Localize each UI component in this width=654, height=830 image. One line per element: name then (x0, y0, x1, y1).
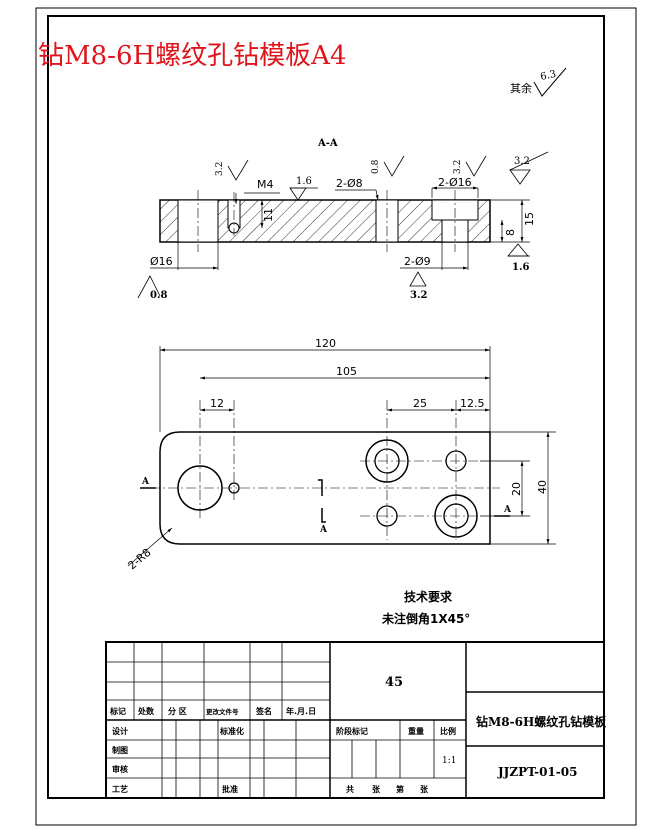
roughness-6-icon (507, 243, 529, 257)
roughness-value: 6.3 (539, 69, 557, 83)
title-block (105, 641, 605, 799)
tb-label-zhongliang: 重量 (408, 726, 424, 736)
dim-25: 25 (413, 397, 427, 410)
roughness-7-icon (137, 275, 161, 299)
dim-15: 15 (523, 212, 536, 226)
section-mark-right: A (503, 505, 512, 515)
tb-label-riqi: 年.月.日 (286, 706, 316, 716)
tech-heading: 技术要求 (404, 589, 453, 604)
dim-105: 105 (336, 365, 357, 378)
plan-view: A A A 120 105 12 25 12.5 40 20 2-R8 (126, 337, 556, 572)
roughness-8-icon (409, 271, 427, 287)
roughness-8: 3.2 (410, 290, 427, 301)
dim-20: 20 (510, 482, 523, 496)
roughness-2: 1.6 (296, 176, 312, 187)
section-mark-left: A (141, 477, 150, 487)
roughness-4-icon (465, 155, 487, 177)
roughness-1: 3.2 (215, 162, 225, 176)
roughness-7: 0.8 (150, 290, 167, 301)
tb-label-jieduan: 阶段标记 (336, 726, 368, 736)
dim-2r8: 2-R8 (126, 546, 154, 572)
roughness-4: 3.2 (453, 160, 463, 174)
roughness-1-icon (227, 159, 249, 181)
section-label: A-A (317, 138, 338, 149)
tb-label-gong: 共 (346, 784, 354, 794)
outer-border (35, 7, 637, 826)
roughness-2-icon (289, 187, 307, 201)
tb-label-biaozhunhua: 标准化 (219, 726, 244, 736)
dim-2d9: 2-Ø9 (404, 255, 431, 268)
roughness-5: 3.2 (514, 156, 530, 167)
dim-12: 12 (210, 397, 224, 410)
tb-label-pizhun: 批准 (222, 784, 238, 794)
general-roughness: 其余 6.3 (510, 67, 567, 97)
dim-2d16: 2-Ø16 (438, 176, 472, 189)
tb-label-biaoji: 标记 (109, 706, 126, 716)
tb-label-bili: 比例 (440, 726, 456, 736)
dim-d16-left: Ø16 (150, 255, 173, 268)
tb-label-zhang2: 张 (420, 785, 429, 794)
tb-label-qianming: 签名 (255, 706, 272, 716)
tb-scale: 1:1 (442, 756, 456, 766)
dim-2d8: 2-Ø8 (336, 177, 363, 190)
roughness-prefix: 其余 (510, 81, 532, 95)
roughness-5-icon (509, 169, 531, 185)
tb-drawing-no: JJZPT-01-05 (497, 765, 577, 779)
tb-label-shenhe: 审核 (112, 764, 128, 774)
page-title: 钻M8-6H螺纹孔钻模板A4 (38, 41, 346, 71)
section-mark-center: A (319, 525, 328, 535)
roughness-3-icon (383, 155, 405, 177)
roughness-symbol-icon (533, 67, 567, 97)
dim-120: 120 (315, 337, 336, 350)
tb-label-di: 第 (396, 784, 404, 794)
inner-frame (47, 15, 605, 799)
tb-label-zhitu: 制图 (112, 745, 128, 755)
dim-12-5: 12.5 (460, 397, 485, 410)
tb-label-sheji: 设计 (112, 726, 128, 736)
roughness-3: 0.8 (371, 159, 381, 174)
tb-label-chushu: 处数 (137, 706, 155, 716)
dim-40: 40 (536, 480, 549, 494)
title-block-text: 45 钻M8-6H螺纹孔钻模板 JJZPT-01-05 1:1 标记 处数 分 … (109, 675, 607, 794)
tb-label-gongyi: 工艺 (112, 784, 128, 794)
dim-11: 11 (262, 208, 275, 222)
tb-label-zhang: 张 (372, 785, 381, 794)
section-view: A-A (137, 138, 549, 301)
dim-8: 8 (504, 229, 517, 236)
roughness-6: 1.6 (512, 262, 529, 273)
dim-m4: M4 (257, 178, 274, 191)
tb-part-name: 钻M8-6H螺纹孔钻模板 (476, 714, 607, 729)
tech-note: 未注倒角1X45° (381, 611, 470, 626)
tb-material: 45 (385, 675, 403, 690)
plate-outline (159, 431, 491, 545)
tb-label-wenjian: 更改文件号 (206, 707, 239, 716)
tb-label-fenqu: 分 区 (168, 706, 187, 716)
